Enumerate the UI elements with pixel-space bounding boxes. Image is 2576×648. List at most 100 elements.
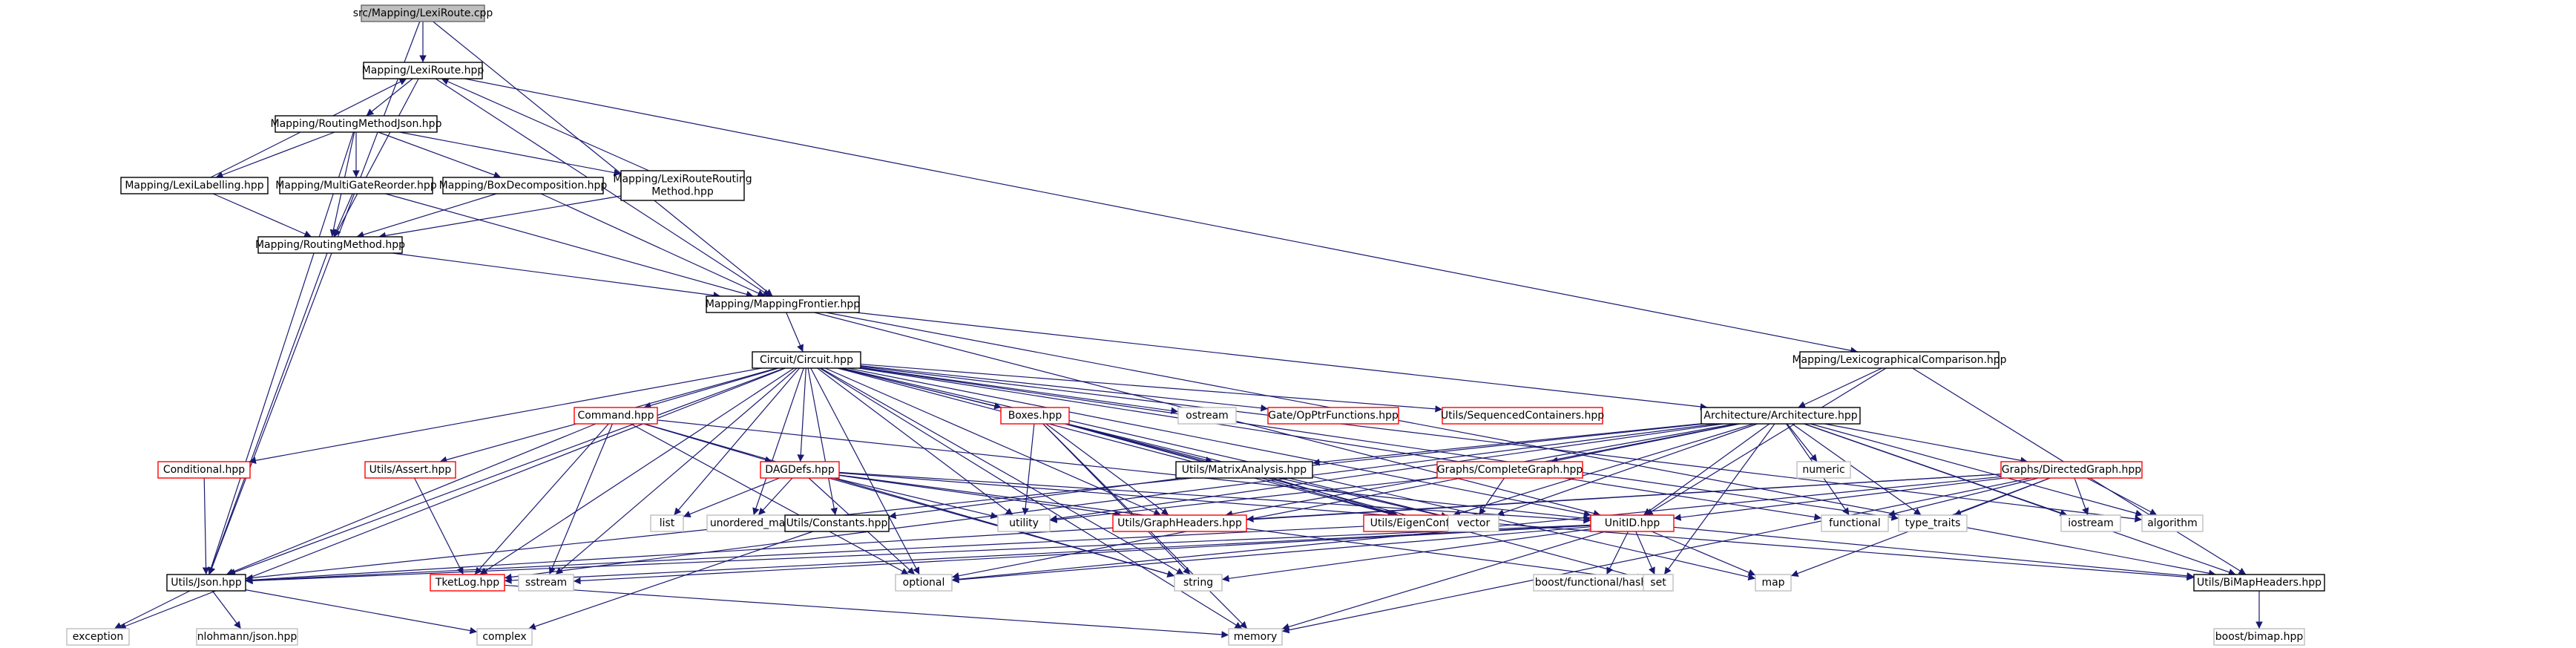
node-conditional[interactable]: Conditional.hpp bbox=[157, 461, 251, 479]
node-lexilabelling[interactable]: Mapping/LexiLabelling.hpp bbox=[120, 177, 269, 194]
node-label-lexcomparison: Mapping/LexicographicalComparison.hpp bbox=[1792, 354, 2006, 366]
node-mappingfrontier[interactable]: Mapping/MappingFrontier.hpp bbox=[706, 295, 860, 313]
edge-utilsjson-to-nlohmann bbox=[211, 590, 242, 629]
edge-mappingfrontier-to-circuit bbox=[786, 312, 804, 353]
node-boosthash: boost/functional/hash.hpp bbox=[1533, 574, 1672, 592]
node-utilsconstants[interactable]: Utils/Constants.hpp bbox=[784, 514, 890, 532]
node-label-gateopptr: Gate/OpPtrFunctions.hpp bbox=[1268, 410, 1399, 422]
node-architecture[interactable]: Architecture/Architecture.hpp bbox=[1701, 407, 1861, 425]
node-label-root: src/Mapping/LexiRoute.cpp bbox=[353, 7, 493, 19]
node-box-exception bbox=[66, 628, 130, 646]
edge-lexcomparison-to-unitid bbox=[1645, 367, 1887, 516]
node-box-matrixanalysis bbox=[1175, 461, 1313, 479]
node-bimapheaders[interactable]: Utils/BiMapHeaders.hpp bbox=[2193, 574, 2325, 592]
node-label-type_traits: type_traits bbox=[1905, 517, 1961, 529]
node-box-dagdefs bbox=[760, 461, 840, 479]
node-boxes[interactable]: Boxes.hpp bbox=[1000, 407, 1070, 425]
node-label-sstream: sstream bbox=[525, 577, 567, 589]
node-box-nlohmann bbox=[196, 628, 298, 646]
node-matrixanalysis[interactable]: Utils/MatrixAnalysis.hpp bbox=[1175, 461, 1313, 479]
node-gateopptr[interactable]: Gate/OpPtrFunctions.hpp bbox=[1267, 407, 1399, 425]
edge-directedgraph-to-algorithm bbox=[2086, 477, 2158, 516]
edge-circuit-to-utilsjson bbox=[228, 367, 785, 576]
node-box-utility bbox=[997, 514, 1051, 532]
node-box-architecture bbox=[1701, 407, 1861, 425]
node-box-lexilabelling bbox=[120, 177, 269, 194]
node-label-lexirouteroutingmethod: Mapping/LexiRouteRouting bbox=[613, 174, 752, 186]
node-sstream: sstream bbox=[518, 574, 574, 592]
edge-architecture-to-directedgraph bbox=[1824, 423, 2028, 464]
edge-completegraph-to-utility bbox=[1049, 477, 1438, 523]
edge-directedgraph-to-unitid bbox=[1673, 477, 2005, 521]
edge-routingmethodjson-to-boxdecomposition bbox=[378, 131, 502, 179]
node-unordered_map: unordered_map bbox=[706, 514, 795, 532]
node-box-utilsjson bbox=[166, 574, 246, 592]
node-box-boxes bbox=[1000, 407, 1070, 425]
node-box-utilsassert bbox=[364, 461, 456, 479]
node-label-graphheaders: Utils/GraphHeaders.hpp bbox=[1117, 517, 1242, 529]
node-label-string: string bbox=[1183, 577, 1213, 589]
node-graphheaders[interactable]: Utils/GraphHeaders.hpp bbox=[1112, 514, 1247, 532]
node-seqcontainers[interactable]: Utils/SequencedContainers.hpp bbox=[1441, 407, 1604, 425]
node-nlohmann: nlohmann/json.hpp bbox=[196, 628, 298, 646]
node-label-set: set bbox=[1650, 577, 1666, 589]
node-label-lexirouteroutingmethod: Method.hpp bbox=[651, 186, 714, 198]
edge-multigatereorder-to-mappingfrontier bbox=[385, 193, 754, 298]
edge-conditional-to-utilsjson bbox=[202, 477, 210, 575]
node-algorithm: algorithm bbox=[2141, 514, 2204, 532]
node-label-lexilabelling: Mapping/LexiLabelling.hpp bbox=[125, 180, 263, 192]
node-map: map bbox=[1755, 574, 1792, 592]
node-label-tketlog: TketLog.hpp bbox=[435, 577, 499, 589]
node-label-iostream: iostream bbox=[2068, 517, 2114, 529]
edge-lexilabelling-to-routingmethod bbox=[212, 193, 312, 238]
edge-lexiroute_hpp-to-routingmethod bbox=[334, 78, 419, 238]
edge-boxes-to-matrixanalysis bbox=[1066, 423, 1213, 464]
node-numeric: numeric bbox=[1796, 461, 1851, 479]
node-completegraph[interactable]: Graphs/CompleteGraph.hpp bbox=[1436, 461, 1583, 479]
node-lexiroute_hpp[interactable]: Mapping/LexiRoute.hpp bbox=[362, 62, 484, 79]
edge-architecture-to-utility bbox=[1049, 423, 1724, 523]
node-label-boostbimap: boost/bimap.hpp bbox=[2215, 631, 2304, 643]
edge-root-to-utilsjson bbox=[208, 21, 421, 575]
node-box-multigatereorder bbox=[279, 177, 433, 194]
edge-routingmethodjson-to-utilsjson bbox=[208, 131, 354, 575]
node-boxdecomposition[interactable]: Mapping/BoxDecomposition.hpp bbox=[439, 177, 608, 194]
node-label-utilsconstants: Utils/Constants.hpp bbox=[786, 517, 888, 529]
edge-architecture-to-vector bbox=[1496, 423, 1758, 517]
node-dagdefs[interactable]: DAGDefs.hpp bbox=[760, 461, 840, 479]
node-unitid[interactable]: UnitID.hpp bbox=[1590, 514, 1675, 532]
node-label-directedgraph: Graphs/DirectedGraph.hpp bbox=[2002, 464, 2142, 476]
node-box-command bbox=[574, 407, 658, 425]
node-box-string bbox=[1174, 574, 1223, 592]
edge-command-to-optional bbox=[631, 423, 909, 575]
edge-directedgraph-to-functional bbox=[1887, 477, 2039, 517]
node-multigatereorder[interactable]: Mapping/MultiGateReorder.hpp bbox=[275, 177, 437, 194]
node-box-list bbox=[650, 514, 684, 532]
edge-directedgraph-to-iostream bbox=[2074, 477, 2089, 516]
node-command[interactable]: Command.hpp bbox=[574, 407, 658, 425]
node-routingmethodjson[interactable]: Mapping/RoutingMethodJson.hpp bbox=[271, 115, 442, 133]
node-routingmethod[interactable]: Mapping/RoutingMethod.hpp bbox=[255, 236, 405, 254]
node-box-graphheaders bbox=[1112, 514, 1247, 532]
node-label-ostream: ostream bbox=[1186, 410, 1229, 422]
node-directedgraph[interactable]: Graphs/DirectedGraph.hpp bbox=[2000, 461, 2143, 479]
node-utilsassert[interactable]: Utils/Assert.hpp bbox=[364, 461, 456, 479]
node-tketlog[interactable]: TketLog.hpp bbox=[430, 574, 505, 592]
edge-multigatereorder-to-routingmethod bbox=[333, 193, 353, 238]
edge-lexcomparison-to-architecture bbox=[1798, 367, 1882, 408]
edge-command-to-utilsjson bbox=[226, 423, 597, 575]
node-label-nlohmann: nlohmann/json.hpp bbox=[197, 631, 298, 643]
node-circuit[interactable]: Circuit/Circuit.hpp bbox=[752, 351, 861, 369]
node-lexcomparison[interactable]: Mapping/LexicographicalComparison.hpp bbox=[1792, 351, 2007, 369]
edge-architecture-to-bimapheaders bbox=[1804, 423, 2236, 576]
edge-lexiroute_hpp-to-routingmethodjson bbox=[366, 78, 413, 117]
edge-dagdefs-to-unordered_map bbox=[758, 477, 793, 516]
edge-routingmethod-to-mappingfrontier bbox=[392, 252, 721, 299]
node-exception: exception bbox=[66, 628, 130, 646]
node-utilsjson[interactable]: Utils/Json.hpp bbox=[166, 574, 246, 592]
edge-circuit-to-unordered_map bbox=[752, 367, 804, 516]
edge-unitid-to-sstream bbox=[573, 525, 1591, 585]
node-box-tketlog bbox=[430, 574, 505, 592]
node-label-routingmethod: Mapping/RoutingMethod.hpp bbox=[255, 239, 405, 251]
